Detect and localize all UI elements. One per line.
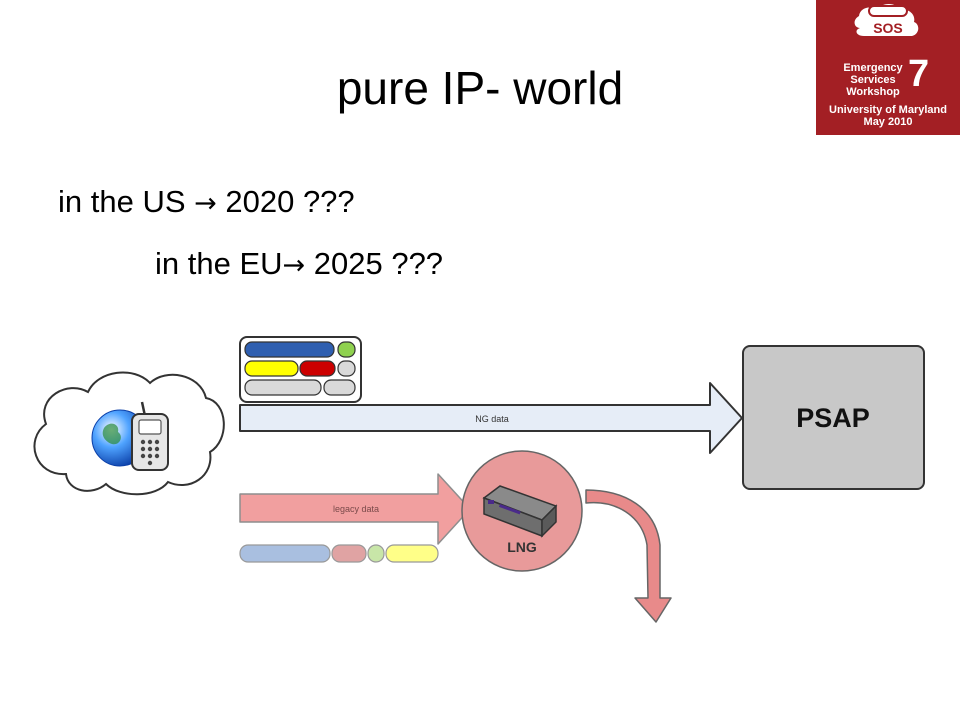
bullet-us-prefix: in the US xyxy=(58,184,195,219)
logo-badge: SOS xyxy=(873,20,903,36)
lng-label: LNG xyxy=(507,539,537,555)
ng-data-packet xyxy=(239,336,362,403)
logo-line-date: May 2010 xyxy=(863,116,913,128)
logo-text-top: Emergency Services Workshop xyxy=(838,62,908,98)
caller-cloud xyxy=(33,371,225,496)
arrow-right-icon: → xyxy=(194,188,217,219)
ng-data-arrow: NG data xyxy=(239,382,743,454)
bullet-eu: in the EU→ 2025 ??? xyxy=(155,244,443,286)
logo-number: 7 xyxy=(908,53,930,95)
bullet-eu-prefix: in the EU xyxy=(155,246,283,281)
logo-line-workshop: Workshop xyxy=(846,86,900,98)
bullet-us: in the US → 2020 ??? xyxy=(58,182,355,224)
legacy-data-packet xyxy=(239,544,439,563)
logo-text-bottom: University of Maryland May 2010 xyxy=(816,104,960,128)
phone-cloud-icon: SOS xyxy=(854,4,919,36)
logo-line-services: Services xyxy=(850,74,896,86)
logo-line-university: University of Maryland xyxy=(829,104,947,116)
legacy-data-arrow: legacy data xyxy=(239,473,471,545)
bullet-us-year: 2020 ??? xyxy=(216,184,355,219)
arrow-right-icon: → xyxy=(282,250,306,281)
psap-box: PSAP xyxy=(742,345,925,490)
logo-line-emergency: Emergency xyxy=(843,62,903,74)
legacy-data-label: legacy data xyxy=(333,504,379,514)
bullet-eu-year: 2025 ??? xyxy=(305,246,444,281)
gateway-device-icon xyxy=(482,485,558,538)
ng-data-label: NG data xyxy=(475,414,509,424)
mobile-phone-icon xyxy=(131,401,169,471)
slide-title: pure IP- world xyxy=(336,62,624,114)
lng-gateway: LNG xyxy=(461,450,583,572)
psap-label: PSAP xyxy=(796,403,870,433)
lng-output-arrow xyxy=(585,489,672,623)
workshop-logo: SOS Emergency Services Workshop 7 Univer… xyxy=(816,0,960,135)
